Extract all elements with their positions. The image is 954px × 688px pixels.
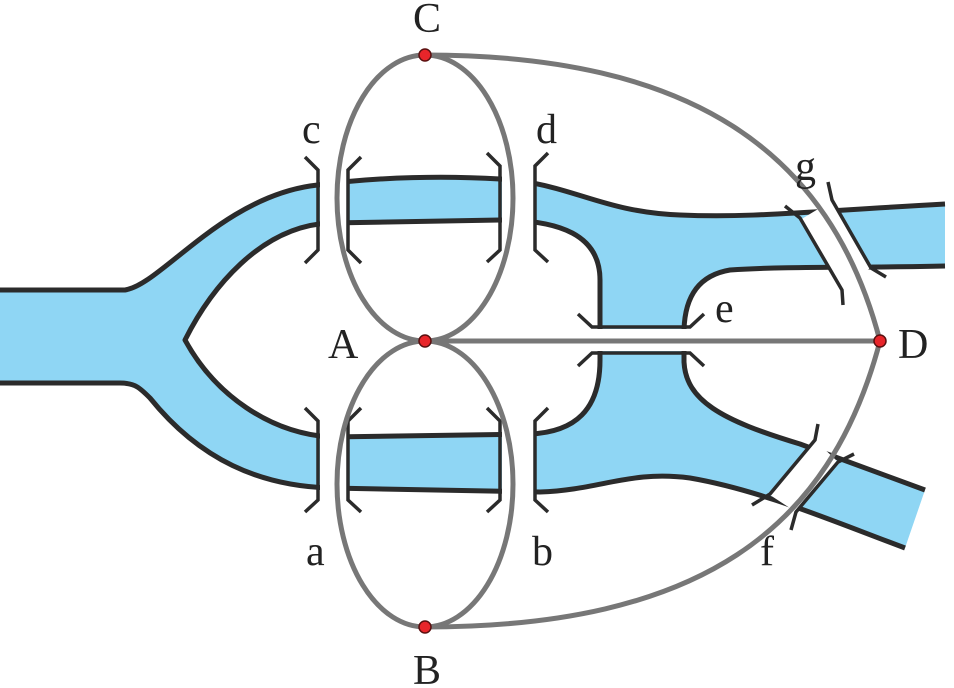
bridge-e (576, 312, 706, 368)
bridge-c (303, 155, 363, 265)
river-water (0, 177, 945, 548)
label-node-b: B (413, 648, 441, 688)
label-bridge-g: g (795, 144, 816, 190)
bridge-g (783, 181, 887, 306)
bridge-d (485, 151, 550, 264)
edge-cd (424, 52, 883, 342)
edge-bd (424, 340, 883, 630)
node-a (418, 334, 432, 348)
bridge-b (485, 406, 550, 514)
label-node-d: D (898, 322, 928, 368)
bridge-a (303, 406, 363, 514)
label-bridge-a: a (306, 529, 325, 575)
label-bridge-f: f (760, 529, 774, 575)
node-c (418, 48, 432, 62)
bridge-f (751, 423, 855, 531)
island-edge (182, 217, 603, 440)
label-bridge-e: e (715, 286, 734, 332)
river-edge-bottom (0, 380, 906, 551)
label-node-c: C (413, 0, 441, 42)
label-node-a: A (328, 322, 359, 368)
node-b (418, 620, 432, 634)
label-bridge-d: d (536, 107, 557, 153)
label-bridge-c: c (302, 107, 321, 153)
label-bridge-b: b (532, 529, 553, 575)
node-d (873, 334, 887, 348)
bridge-gaps (320, 160, 870, 512)
